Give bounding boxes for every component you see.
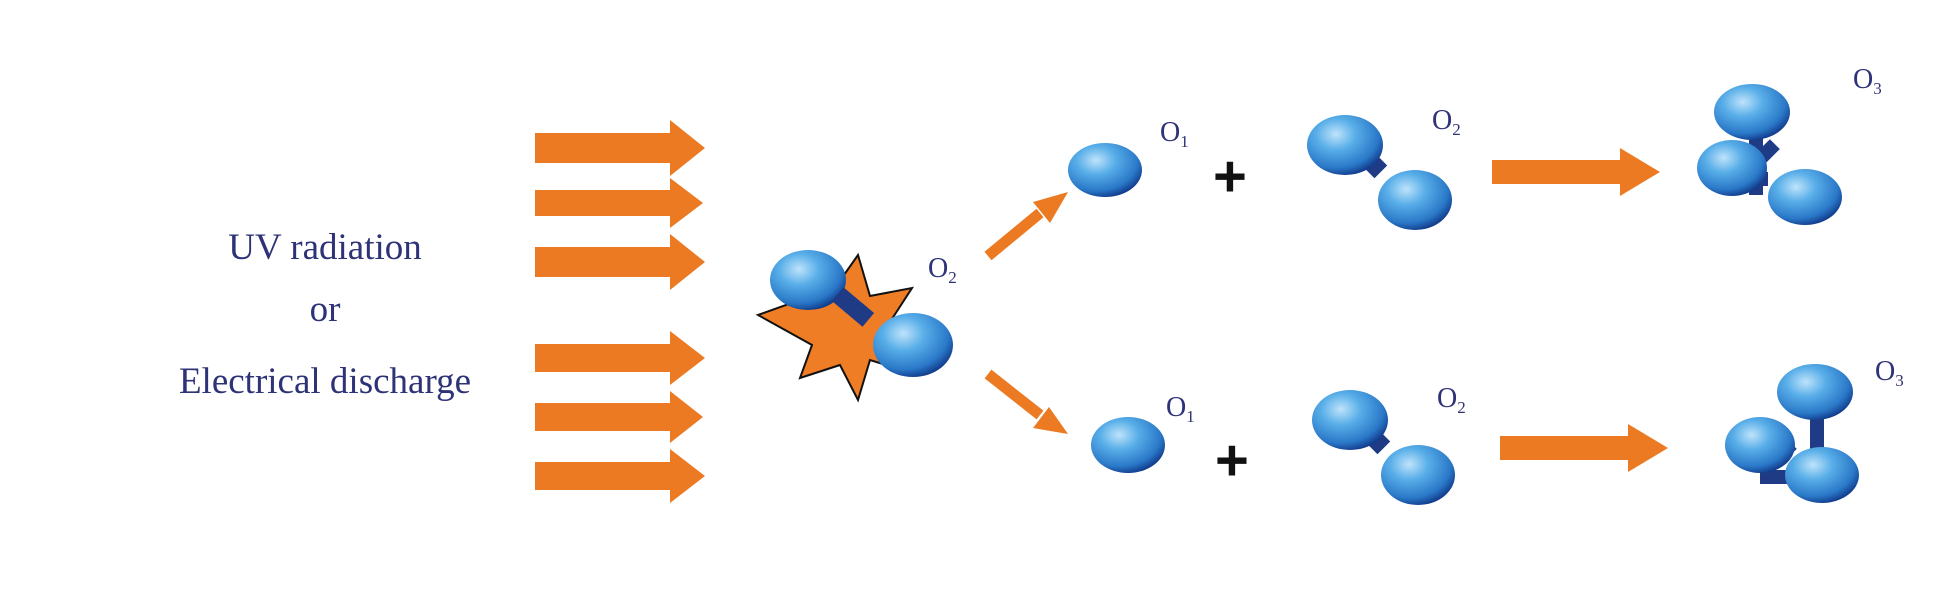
plus-sign-bottom: + bbox=[1215, 428, 1249, 493]
or-label: or bbox=[309, 289, 341, 330]
top-reaction-path bbox=[1068, 84, 1842, 230]
splitting-o2-molecule bbox=[755, 250, 953, 403]
oxygen-atom bbox=[1378, 170, 1452, 230]
o3-molecule bbox=[1697, 84, 1842, 225]
broken-bond bbox=[831, 287, 875, 327]
oxygen-atom bbox=[770, 250, 846, 310]
oxygen-atom bbox=[1068, 143, 1142, 197]
reaction-arrow bbox=[1492, 148, 1660, 196]
oxygen-atom bbox=[1091, 417, 1165, 473]
split-arrow-down-head bbox=[1033, 407, 1068, 434]
radiation-arrow bbox=[535, 449, 705, 503]
oxygen-atom bbox=[1714, 84, 1790, 140]
oxygen-atom bbox=[1307, 115, 1383, 175]
oxygen-atom bbox=[1785, 447, 1859, 503]
radiation-arrows bbox=[535, 120, 705, 503]
o2-molecule bbox=[1307, 115, 1452, 230]
radiation-arrow bbox=[535, 120, 705, 176]
top-o1-label: O1 bbox=[1160, 117, 1189, 152]
reaction-arrow bbox=[1500, 424, 1668, 472]
oxygen-atom bbox=[1725, 417, 1795, 473]
o2-molecule bbox=[1312, 390, 1455, 505]
oxygen-atom bbox=[1312, 390, 1388, 450]
top-o3-label: O3 bbox=[1853, 64, 1882, 99]
uv-radiation-label: UV radiation bbox=[228, 227, 422, 268]
split-arrow-up-head bbox=[1033, 192, 1068, 223]
reactant-o2-label: O2 bbox=[928, 253, 957, 288]
bottom-o3-label: O3 bbox=[1875, 356, 1904, 391]
bottom-o1-label: O1 bbox=[1166, 392, 1195, 427]
o3-molecule bbox=[1725, 364, 1859, 503]
radiation-arrow bbox=[535, 178, 703, 228]
oxygen-atom bbox=[873, 313, 953, 377]
bottom-o2-label: O2 bbox=[1437, 383, 1466, 418]
oxygen-atom bbox=[1777, 364, 1853, 420]
radiation-arrow bbox=[535, 331, 705, 385]
top-o2-label: O2 bbox=[1432, 105, 1461, 140]
oxygen-atom bbox=[1697, 140, 1767, 196]
split-arrow-down bbox=[984, 369, 1044, 420]
bottom-reaction-path bbox=[1091, 364, 1859, 505]
oxygen-atom bbox=[1381, 445, 1455, 505]
split-arrow-up bbox=[984, 208, 1044, 261]
oxygen-atom bbox=[1768, 169, 1842, 225]
plus-sign-top: + bbox=[1213, 144, 1247, 209]
electrical-discharge-label: Electrical discharge bbox=[178, 361, 472, 402]
split-arrows bbox=[984, 192, 1068, 434]
radiation-arrow bbox=[535, 391, 703, 443]
radiation-arrow bbox=[535, 234, 705, 290]
